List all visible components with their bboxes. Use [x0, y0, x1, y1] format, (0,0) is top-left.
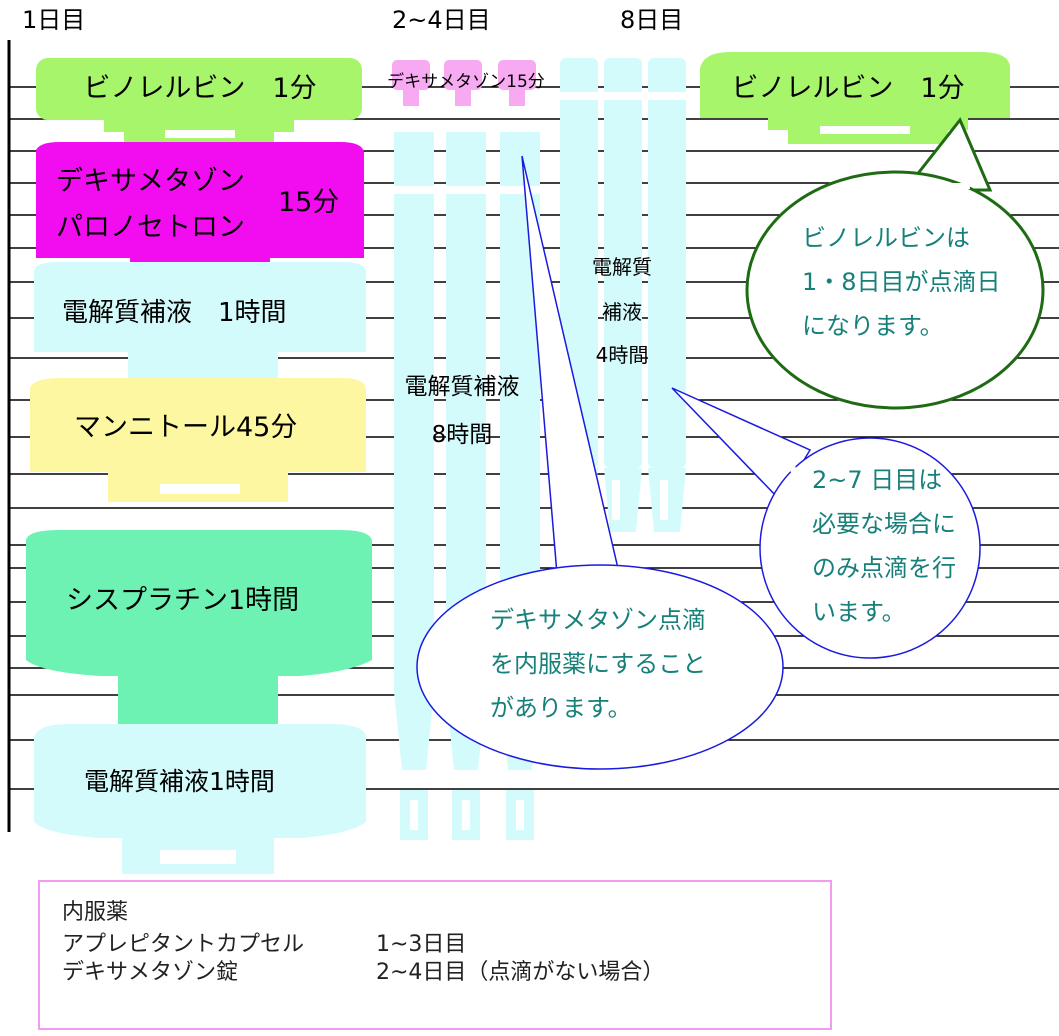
day-header-1: 1日目 [22, 6, 85, 34]
oral-med-days-1: 1~3日目 [376, 932, 467, 957]
bag-mannitol-day1 [30, 378, 366, 502]
label-dexa-day2-4: デキサメタゾン15分 [387, 71, 545, 92]
column-day2 [392, 60, 434, 840]
label-dexa-time: 15分 [278, 187, 339, 218]
callout-vinorelbine [745, 117, 1045, 410]
label-electrolyte-day8-line2: 補液 [602, 300, 642, 324]
label-dexa-line2: パロノセトロン [56, 212, 245, 243]
callout-vinorelbine-line2: 1・8日目が点滴日 [802, 268, 1001, 296]
oral-med-days-2: 2~4日目（点滴がない場合） [376, 960, 665, 985]
callout-dexa-line1: デキサメタゾン点滴 [490, 606, 706, 634]
label-mannitol: マンニトール45分 [74, 412, 297, 443]
oral-med-name-1: アプレピタントカプセル [62, 932, 305, 957]
label-electrolyte-day2-4-line1: 電解質補液 [405, 374, 520, 400]
day-header-2-4: 2~4日目 [392, 6, 491, 34]
callout-dexa-line3: があります。 [490, 694, 632, 722]
label-electrolyte-day2-4-line2: 8時間 [432, 422, 493, 448]
oral-med-name-2: デキサメタゾン錠 [62, 960, 239, 985]
bag-cisplatin-day1 [26, 530, 372, 726]
callout-day2-7 [671, 387, 981, 659]
column-optional-b [604, 58, 642, 532]
label-electrolyte-day1-b: 電解質補液1時間 [84, 767, 275, 796]
bag-electrolyte-day1-b [34, 724, 366, 874]
bag-vinorelbine-day8 [700, 52, 1010, 144]
callout-dexa-line2: を内服薬にすること [490, 650, 706, 678]
callout-day2-7-line3: のみ点滴を行 [812, 554, 956, 582]
label-vinorelbine-day1: ビノレルビン 1分 [83, 73, 316, 104]
callout-day2-7-line4: います。 [812, 598, 906, 626]
label-electrolyte-day8-line1: 電解質 [592, 255, 652, 279]
label-cisplatin: シスプラチン1時間 [66, 585, 299, 616]
callout-day2-7-line2: 必要な場合に [812, 510, 956, 538]
bag-electrolyte-day1-a [34, 262, 366, 382]
callout-day2-7-line1: 2~7 日目は [812, 466, 942, 494]
oral-medication-box: 内服薬 アプレピタントカプセル 1~3日目 デキサメタゾン錠 2~4日目（点滴が… [38, 880, 832, 1030]
column-optional-c [648, 58, 686, 532]
oral-medication-title: 内服薬 [62, 900, 129, 925]
label-dexa-line1: デキサメタゾン [56, 166, 245, 197]
callout-vinorelbine-line1: ビノレルビンは [802, 224, 970, 252]
label-electrolyte-day1-a: 電解質補液 1時間 [62, 298, 287, 328]
callout-vinorelbine-line3: になります。 [802, 312, 944, 340]
day-header-8: 8日目 [620, 6, 683, 34]
label-electrolyte-day8-line3: 4時間 [596, 343, 649, 367]
label-vinorelbine-day8: ビノレルビン 1分 [731, 73, 964, 104]
callout-dexa [416, 155, 784, 770]
